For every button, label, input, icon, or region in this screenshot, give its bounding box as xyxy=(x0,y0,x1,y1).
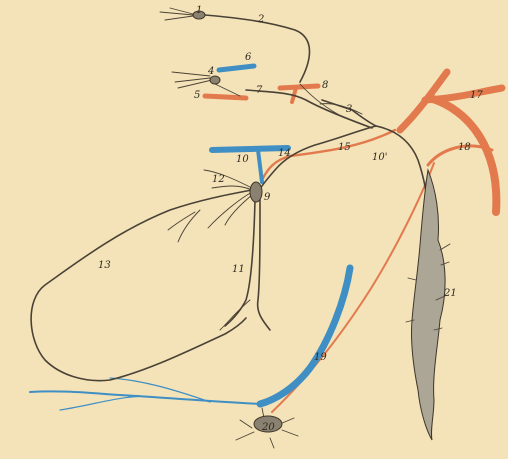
label-9: 9 xyxy=(264,192,271,203)
label-19: 19 xyxy=(314,352,327,363)
label-3: 3 xyxy=(346,104,352,115)
artery-8 xyxy=(280,86,318,88)
label-1: 1 xyxy=(196,5,202,16)
label-6: 6 xyxy=(245,52,252,63)
label-10: 10 xyxy=(236,154,249,165)
vein-14 xyxy=(212,148,288,150)
label-7: 7 xyxy=(256,85,263,96)
label-20: 20 xyxy=(261,422,275,433)
vein-14-stem xyxy=(258,150,262,182)
label-15: 15 xyxy=(338,142,351,153)
label-11: 11 xyxy=(232,264,245,275)
vein-19-plexus-2 xyxy=(60,378,210,410)
label-14: 14 xyxy=(278,148,291,159)
ganglion-4 xyxy=(210,76,220,84)
artery-17-group xyxy=(400,72,502,212)
vein-19-plexus xyxy=(30,391,262,404)
label-21: 21 xyxy=(443,288,457,299)
structure-21 xyxy=(411,170,445,440)
label-12: 12 xyxy=(212,174,225,185)
label-5: 5 xyxy=(194,90,200,101)
vein-6 xyxy=(219,66,254,70)
label-8: 8 xyxy=(322,80,328,91)
label-4: 4 xyxy=(207,66,214,77)
label-2: 2 xyxy=(257,14,264,25)
artery-long xyxy=(272,163,434,412)
label-17: 17 xyxy=(470,90,483,101)
ganglion-9 xyxy=(250,182,262,202)
nerve-network xyxy=(31,8,430,448)
label-13: 13 xyxy=(98,260,111,271)
vein-19 xyxy=(260,268,350,404)
label-10b: 10' xyxy=(372,152,387,163)
label-18: 18 xyxy=(458,142,471,153)
